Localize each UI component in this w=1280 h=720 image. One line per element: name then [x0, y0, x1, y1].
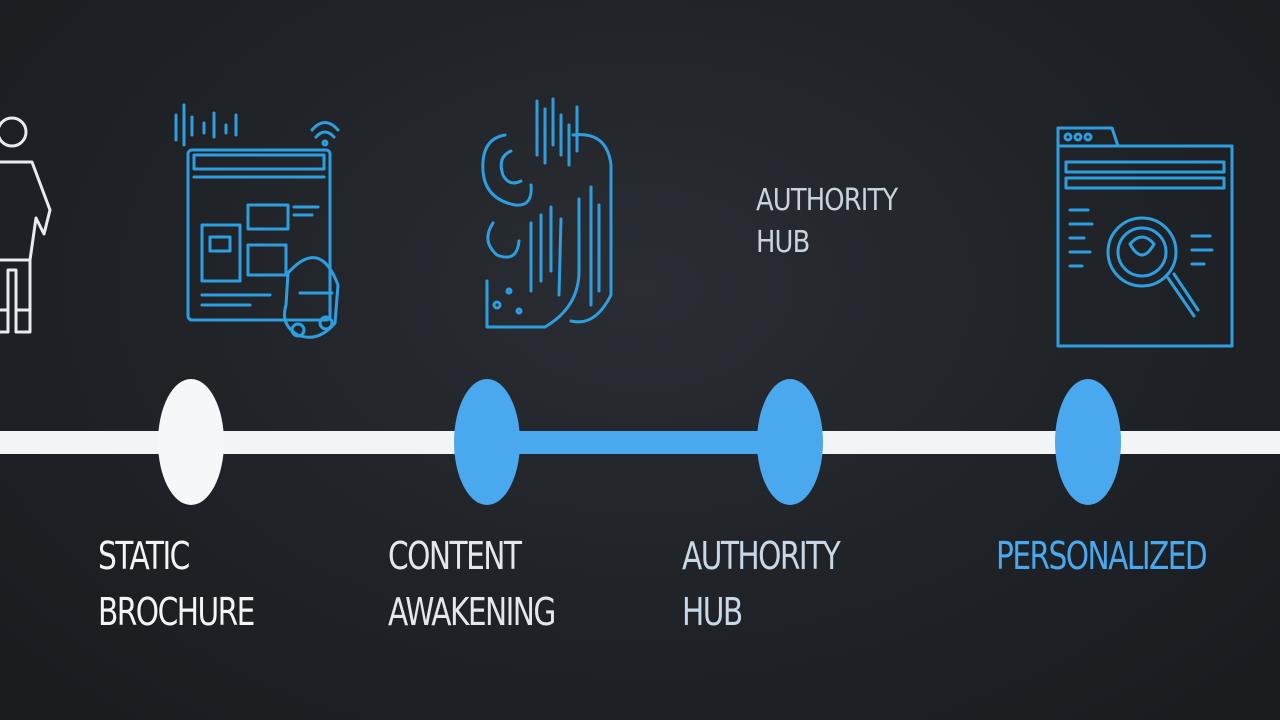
track-segment-middle [470, 431, 800, 454]
stage-label-line2: AWAKENING [388, 590, 556, 634]
track-segment-left [0, 431, 470, 454]
website-wireframe-icon [170, 95, 350, 345]
stage-label-line1: AUTHORITY [682, 534, 841, 578]
timeline-node-content-awakening [454, 379, 520, 505]
top-stage-label: AUTHORITY HUB [756, 180, 919, 264]
top-label-line2: HUB [756, 225, 810, 260]
stage-label-line1: CONTENT [388, 534, 522, 578]
stage-label-content-awakening: CONTENT AWAKENING [388, 528, 556, 640]
top-label-line1: AUTHORITY [756, 183, 898, 218]
stage-label-authority-hub: AUTHORITY HUB [682, 528, 841, 640]
content-swirl-icon [475, 95, 620, 340]
stage-label-personalized: PERSONALIZED [996, 528, 1208, 584]
stage-label-line2: HUB [682, 590, 743, 634]
stage-label-line1: PERSONALIZED [996, 534, 1208, 578]
timeline-node-static-brochure [158, 379, 224, 505]
timeline-node-personalized [1055, 379, 1121, 505]
stage-label-line2: BROCHURE [98, 590, 255, 634]
timeline-node-authority-hub [757, 379, 823, 505]
stage-label-static-brochure: STATIC BROCHURE [98, 528, 255, 640]
track-segment-right [800, 431, 1280, 454]
person-icon [0, 110, 60, 340]
search-browser-icon [1052, 120, 1242, 352]
stage-label-line1: STATIC [98, 534, 190, 578]
